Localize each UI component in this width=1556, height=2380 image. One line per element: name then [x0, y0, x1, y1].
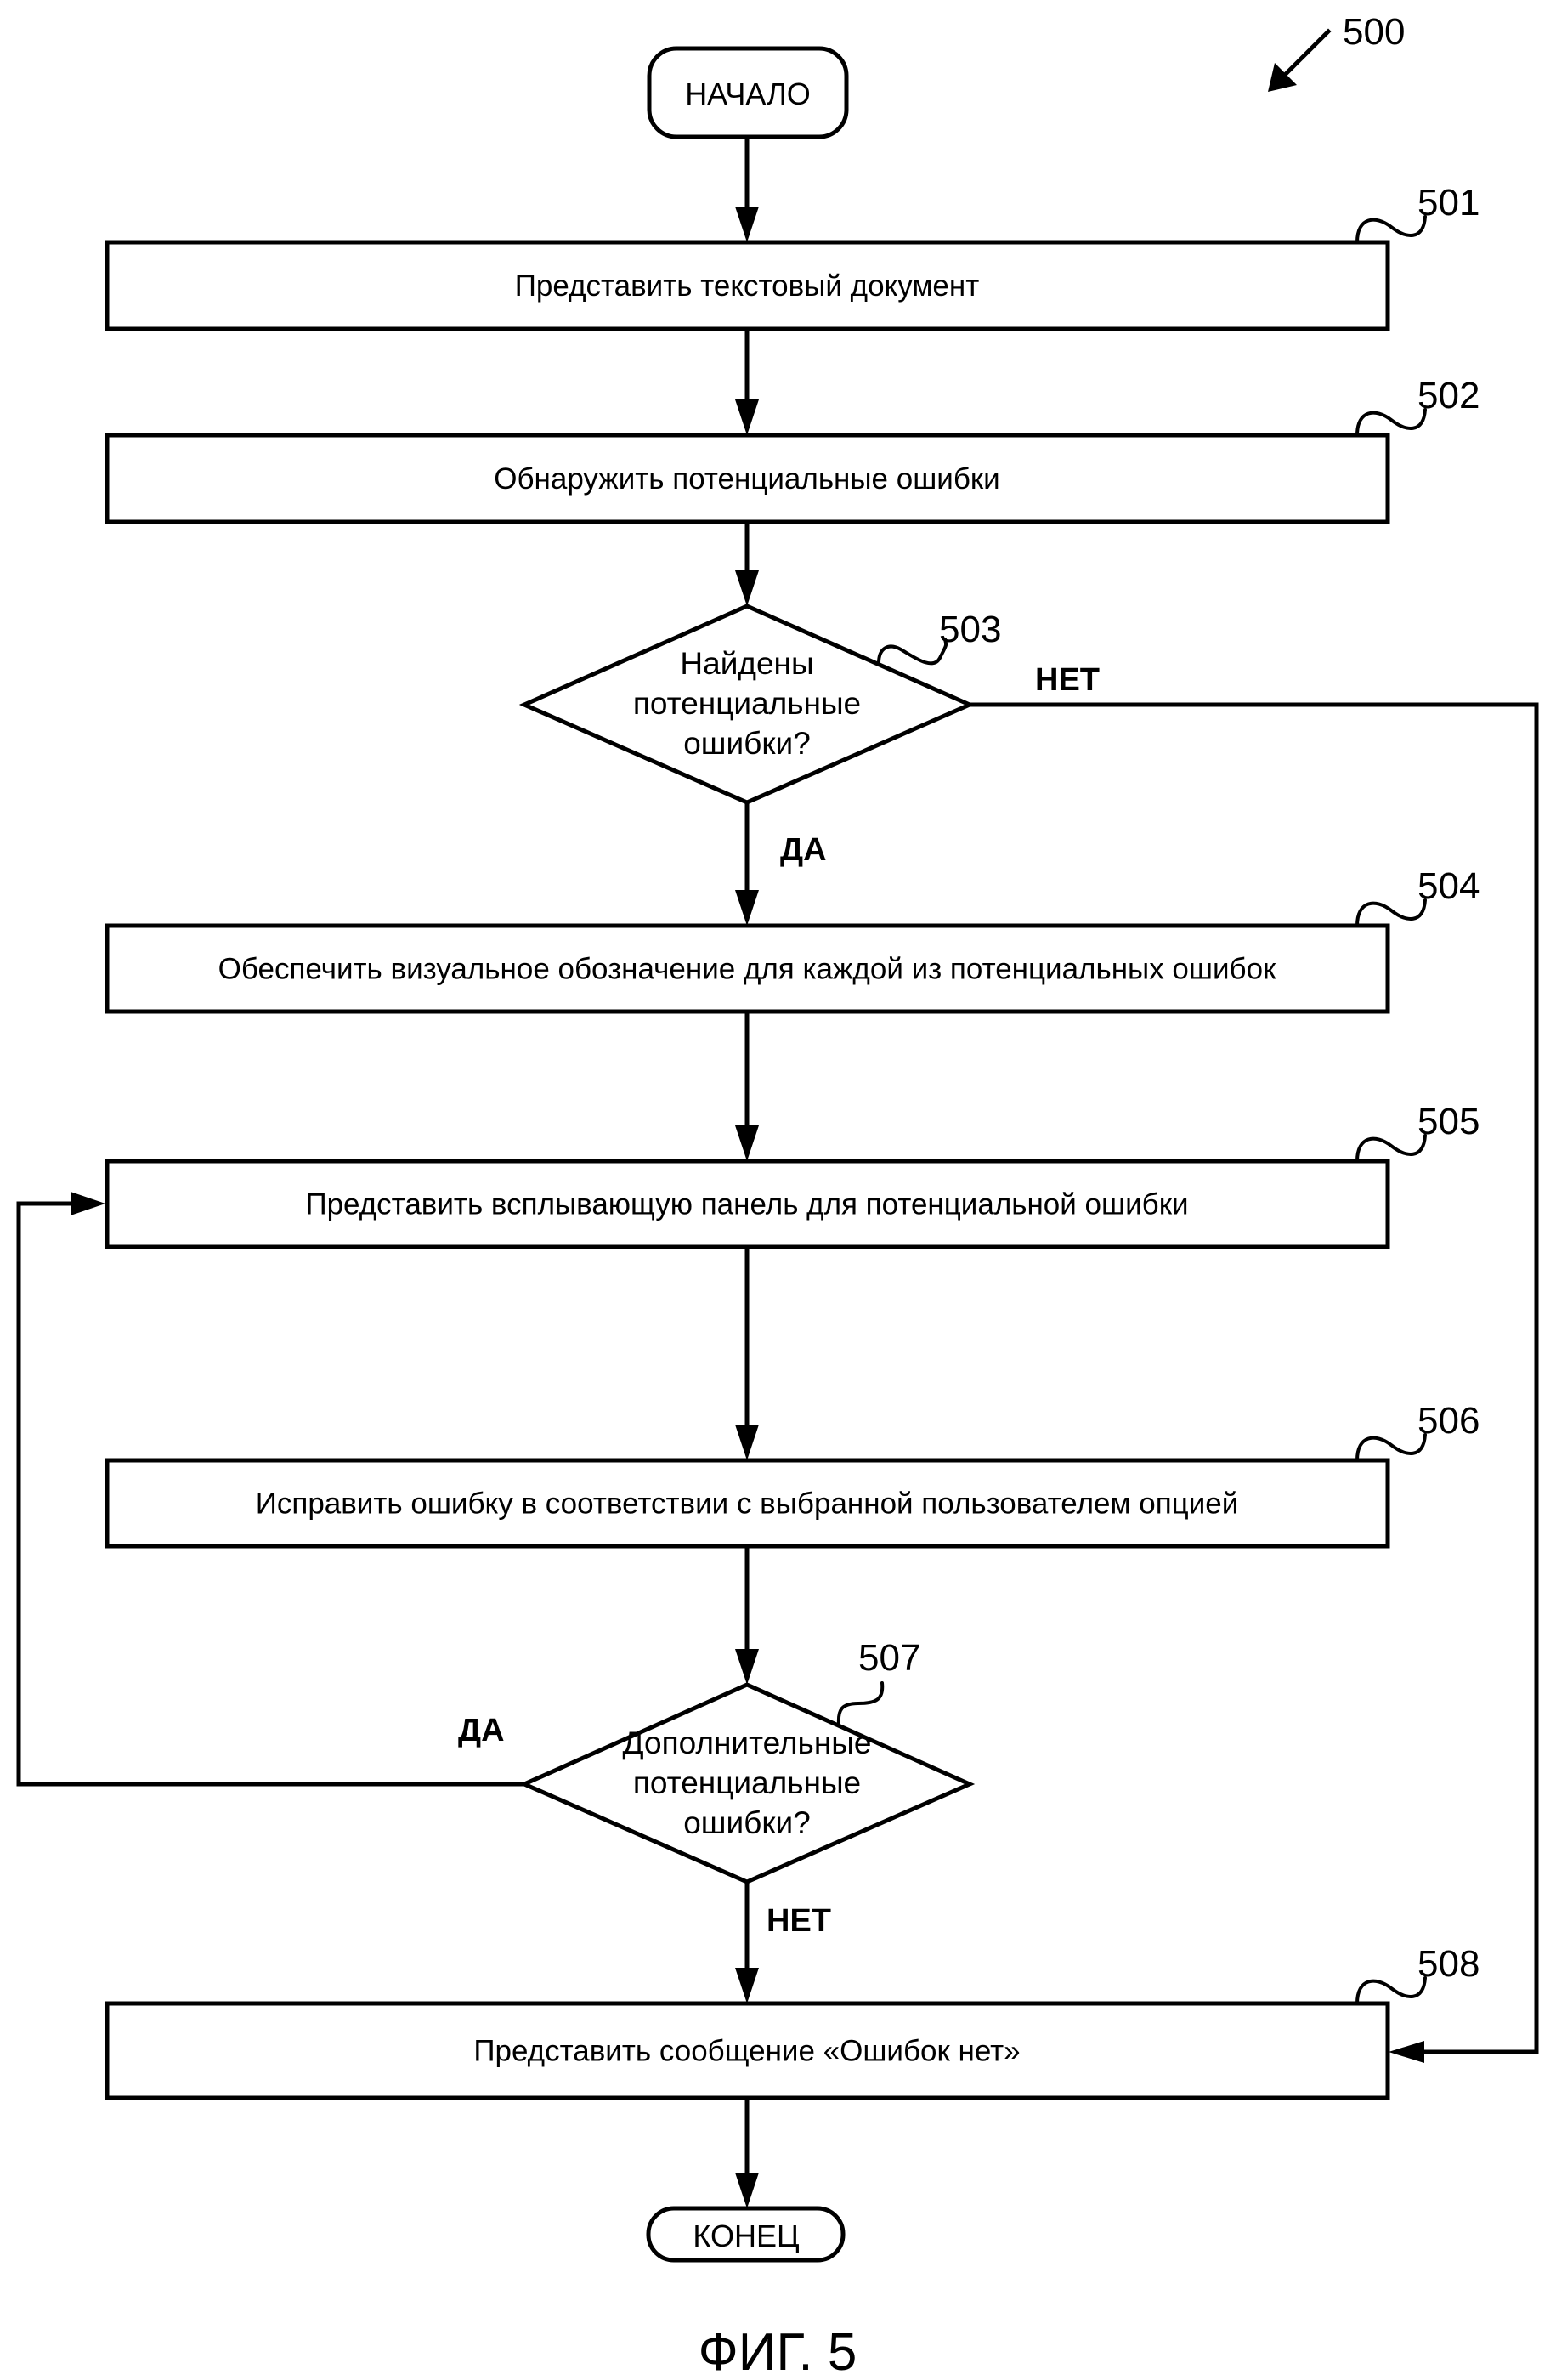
decision-503: Найдены потенциальные ошибки?: [524, 606, 970, 802]
process-text-501: Представить текстовый документ: [515, 269, 980, 303]
arrow-503-504-arrowhead-icon: [735, 890, 759, 926]
ref-label-504: 504: [1417, 865, 1480, 907]
end-terminal-label: КОНЕЦ: [693, 2218, 799, 2253]
ref-label-501: 501: [1417, 182, 1480, 224]
ref-leader-503: [879, 639, 946, 663]
ref-label-503: 503: [939, 609, 1001, 650]
process-step-506: Исправить ошибку в соответствии с выбран…: [107, 1400, 1480, 1546]
arrow-504-505-arrowhead-icon: [735, 1125, 759, 1161]
arrow-start-501-arrowhead-icon: [735, 207, 759, 242]
process-text-504: Обеспечить визуальное обозначение для ка…: [218, 953, 1276, 986]
arrow-507-yes-arrowhead-icon: [71, 1192, 105, 1216]
decision-507: Дополнительные потенциальные ошибки?: [524, 1685, 970, 1882]
process-step-502: Обнаружить потенциальные ошибки 502: [107, 375, 1480, 522]
ref-label-507: 507: [858, 1637, 920, 1679]
process-step-501: Представить текстовый документ 501: [107, 182, 1480, 329]
figure-ref-arrow-line: [1283, 31, 1328, 76]
ref-leader-508: [1357, 1978, 1425, 2003]
figure-caption: ФИГ. 5: [699, 2323, 857, 2380]
process-step-505: Представить всплывающую панель для потен…: [107, 1101, 1480, 1247]
decision-text-line: потенциальные: [633, 1765, 861, 1800]
ref-label-502: 502: [1417, 375, 1480, 416]
figure-reference: 500: [1268, 11, 1405, 92]
decision-text-line: ошибки?: [683, 1805, 811, 1840]
arrow-506-507-arrowhead-icon: [735, 1649, 759, 1685]
end-terminal: КОНЕЦ: [648, 2208, 843, 2260]
arrow-505-506-arrowhead-icon: [735, 1425, 759, 1460]
process-step-504: Обеспечить визуальное обозначение для ка…: [107, 865, 1480, 1012]
ref-leader-504: [1357, 900, 1425, 926]
ref-leader-502: [1357, 410, 1425, 435]
flow-nodes: Представить текстовый документ 501Обнаруж…: [107, 182, 1480, 2098]
arrow-508-end-arrowhead-icon: [735, 2173, 759, 2208]
ref-leader-501: [1357, 217, 1425, 242]
decision-text-line: ошибки?: [683, 726, 811, 761]
arrow-501-502-arrowhead-icon: [735, 400, 759, 435]
branch-label-503-yes: ДА: [780, 832, 827, 868]
branch-label-507-no: НЕТ: [767, 1903, 831, 1939]
process-step-508: Представить сообщение «Ошибок нет» 508: [107, 1943, 1480, 2098]
process-text-508: Представить сообщение «Ошибок нет»: [473, 2035, 1020, 2068]
ref-leader-507: [839, 1683, 882, 1724]
start-terminal: НАЧАЛО: [649, 48, 846, 137]
decision-text-line: Найдены: [680, 646, 813, 681]
decision-text-line: потенциальные: [633, 686, 861, 721]
arrow-503-no-arrowhead-icon: [1389, 2041, 1424, 2063]
decision-text-line: Дополнительные: [623, 1726, 872, 1760]
process-text-502: Обнаружить потенциальные ошибки: [494, 462, 999, 496]
arrow-502-503-arrowhead-icon: [735, 570, 759, 606]
ref-label-505: 505: [1417, 1101, 1480, 1142]
ref-label-508: 508: [1417, 1943, 1480, 1985]
branch-label-503-no: НЕТ: [1035, 662, 1100, 698]
start-terminal-label: НАЧАЛО: [685, 76, 811, 111]
process-text-506: Исправить ошибку в соответствии с выбран…: [256, 1488, 1239, 1521]
figure-ref-label: 500: [1343, 11, 1405, 53]
ref-leader-506: [1357, 1435, 1425, 1460]
ref-leader-505: [1357, 1136, 1425, 1161]
ref-label-506: 506: [1417, 1400, 1480, 1442]
arrow-507-508-arrowhead-icon: [735, 1968, 759, 2003]
process-text-505: Представить всплывающую панель для потен…: [305, 1188, 1188, 1221]
branch-label-507-yes: ДА: [458, 1713, 505, 1748]
